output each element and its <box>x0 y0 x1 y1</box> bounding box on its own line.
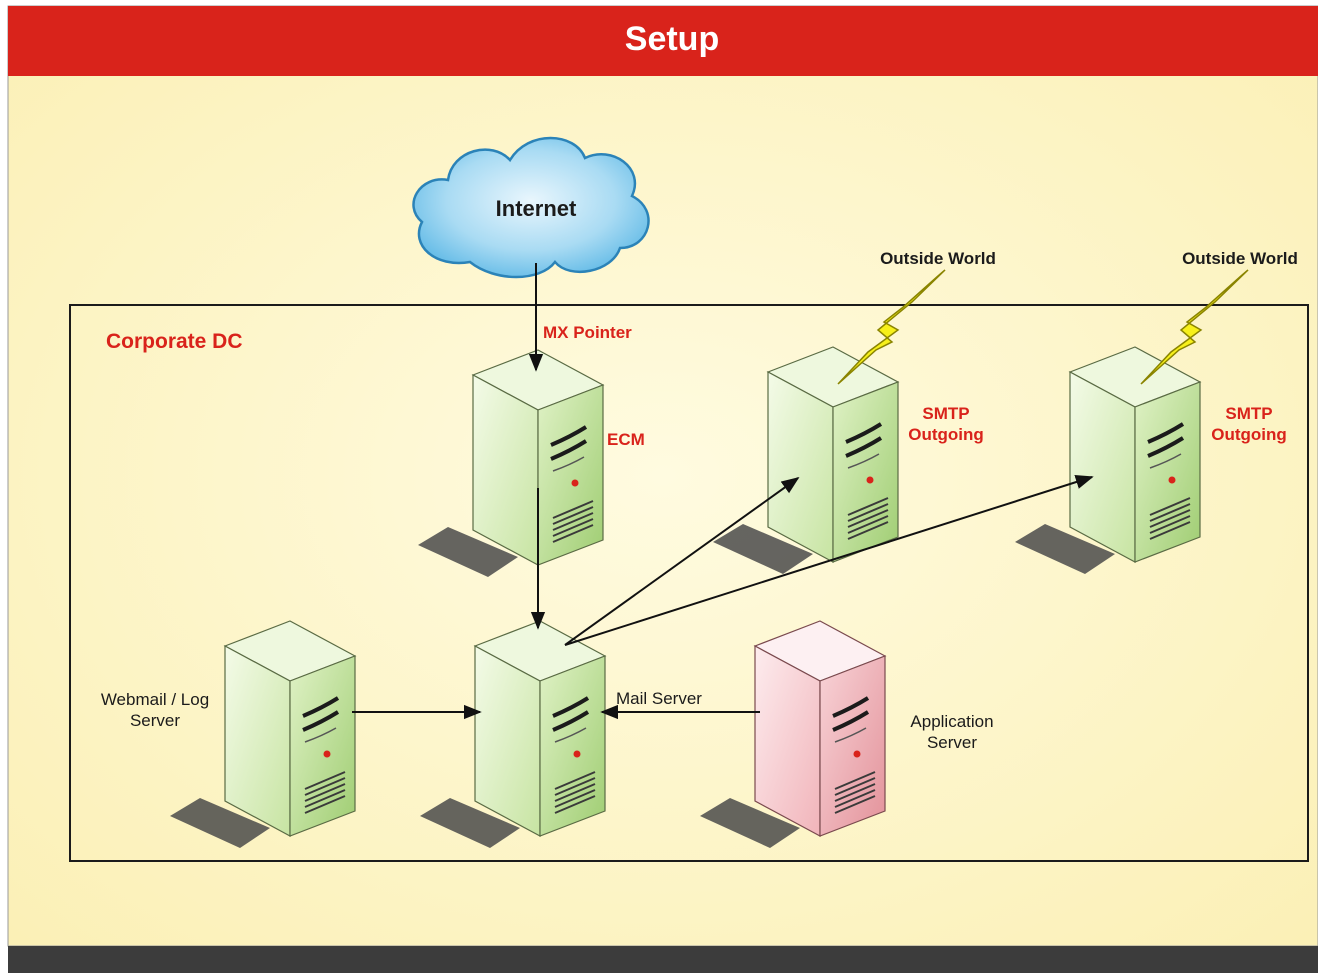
diagram-title: Setup <box>625 20 719 58</box>
mail-to-smtp2-arrow <box>564 475 1094 646</box>
corporate-dc-region <box>69 304 1309 862</box>
outside-world-label-1: Outside World <box>880 249 996 268</box>
smtp-1-label-line1: SMTP <box>922 404 969 423</box>
internet-label: Internet <box>496 196 577 221</box>
ecm-label: ECM <box>607 430 645 449</box>
webmail-label-line1: Webmail / Log <box>101 690 209 709</box>
lightning-bolt-1-icon <box>837 269 946 385</box>
smtp-2-label-line2: Outgoing <box>1211 425 1287 444</box>
mx-pointer-label: MX Pointer <box>543 323 632 342</box>
mail-to-smtp1-arrow <box>564 476 800 646</box>
smtp-2-label-line1: SMTP <box>1225 404 1272 423</box>
header-bar <box>8 6 1318 76</box>
application-server-label-line2: Server <box>927 733 977 752</box>
outside-world-label-2: Outside World <box>1182 249 1298 268</box>
internet-cloud-icon <box>412 136 650 279</box>
mail-server-label: Mail Server <box>616 689 702 708</box>
application-server-label-line1: Application <box>910 712 993 731</box>
lightning-bolt-2-icon <box>1140 269 1249 385</box>
footer-bar <box>8 946 1318 973</box>
corporate-dc-label: Corporate DC <box>106 330 243 353</box>
smtp-1-label-line2: Outgoing <box>908 425 984 444</box>
webmail-label-line2: Server <box>130 711 180 730</box>
